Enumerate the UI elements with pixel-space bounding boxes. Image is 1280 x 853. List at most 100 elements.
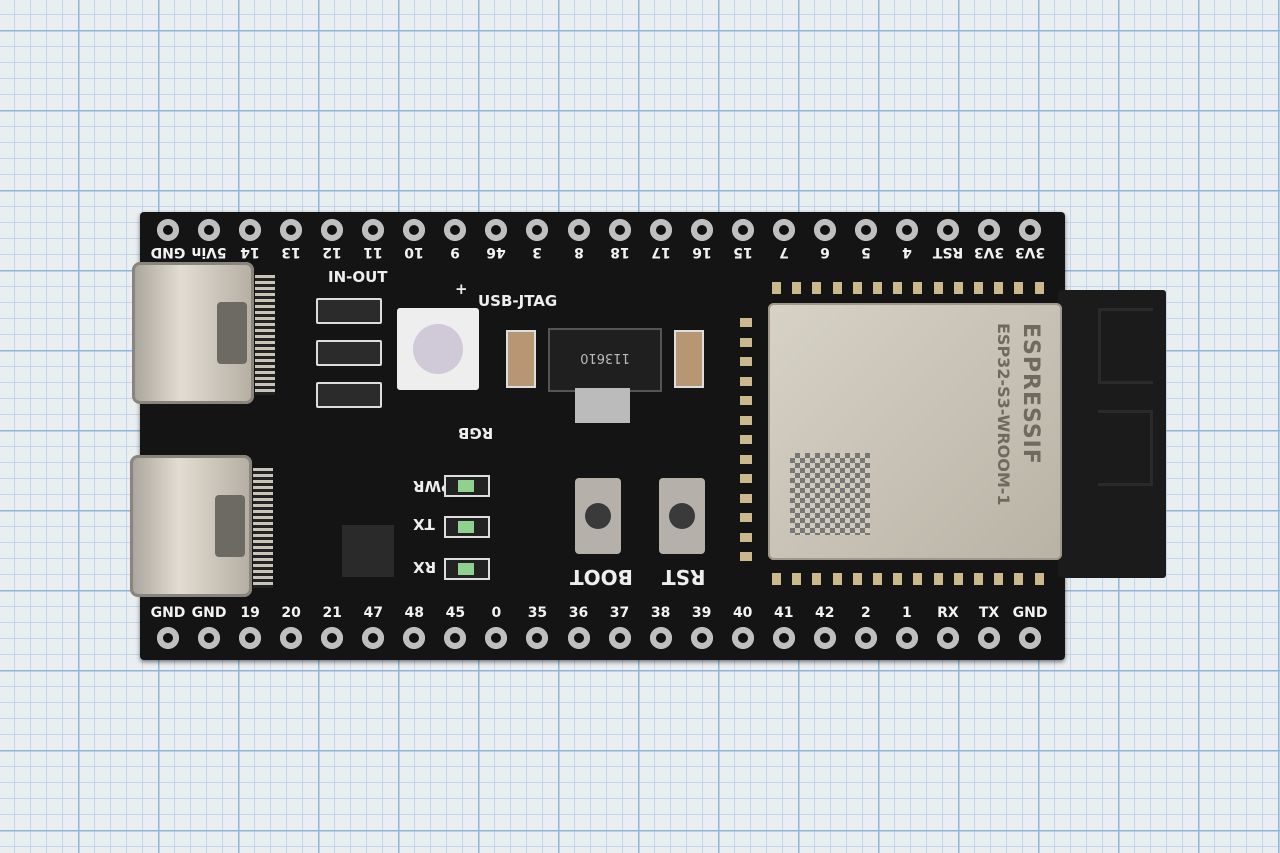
header-pin[interactable]	[813, 627, 836, 649]
pin-label: 40	[732, 605, 753, 621]
header-pin[interactable]	[936, 627, 959, 649]
pin-label: GND	[191, 605, 227, 621]
pin-label: 8	[573, 244, 584, 260]
module-pad	[1014, 282, 1024, 294]
pin-label: 41	[774, 605, 794, 621]
module-pad	[740, 435, 752, 444]
pin-label: 15	[732, 244, 753, 260]
rst-button[interactable]	[659, 478, 705, 554]
header-pin[interactable]	[567, 219, 590, 241]
module-pad	[974, 573, 983, 585]
header-pin[interactable]	[362, 627, 385, 649]
rgb-led	[397, 308, 479, 390]
module-pad	[994, 573, 1004, 585]
header-pin[interactable]	[608, 219, 631, 241]
header-pin[interactable]	[649, 219, 672, 241]
pin-label: 3	[532, 244, 543, 260]
header-pin[interactable]	[485, 219, 508, 241]
header-pin[interactable]	[280, 627, 303, 649]
module-pad	[893, 573, 903, 585]
pin-label: 38	[650, 605, 671, 621]
pin-label: 3V3	[1014, 244, 1046, 260]
pin-label: TX	[978, 605, 1000, 621]
header-pin[interactable]	[731, 219, 754, 241]
header-pin[interactable]	[567, 627, 590, 649]
module-pad	[832, 282, 842, 294]
module-pad	[974, 282, 983, 294]
header-pin[interactable]	[321, 627, 344, 649]
module-pad	[740, 318, 752, 327]
header-pin[interactable]	[485, 627, 508, 649]
capacitor	[674, 330, 704, 388]
module-pad	[792, 282, 802, 294]
header-pin[interactable]	[854, 219, 877, 241]
label-rgb: RGB	[458, 424, 494, 442]
label-tx: TX	[413, 515, 435, 533]
header-pin[interactable]	[239, 219, 262, 241]
header-pin[interactable]	[978, 627, 1000, 649]
pin-label: 12	[322, 244, 342, 260]
header-pin[interactable]	[608, 627, 631, 649]
pin-label: 17	[650, 244, 671, 260]
header-pin[interactable]	[526, 627, 549, 649]
module-pad	[913, 573, 923, 585]
pin-label: 18	[609, 244, 630, 260]
header-pin[interactable]	[239, 627, 262, 649]
header-pin[interactable]	[1019, 627, 1042, 649]
boot-button[interactable]	[575, 478, 621, 554]
header-pin[interactable]	[444, 219, 467, 241]
module-pad	[740, 415, 752, 425]
header-pin[interactable]	[321, 219, 344, 241]
module-pad	[933, 282, 943, 294]
pin-label: 3V3	[973, 244, 1005, 260]
pin-label: 46	[486, 244, 507, 260]
module-pad	[832, 573, 842, 585]
regulator-tab	[575, 388, 630, 423]
datamatrix-code	[790, 453, 870, 535]
header-pin[interactable]	[895, 219, 918, 241]
smd-component	[316, 340, 382, 366]
header-pin[interactable]	[690, 627, 713, 649]
header-pin[interactable]	[895, 627, 918, 649]
smd-component	[316, 298, 382, 324]
voltage-regulator: 113610	[548, 328, 662, 392]
header-pin[interactable]	[649, 627, 672, 649]
module-pad	[740, 376, 752, 386]
module-pad	[1014, 573, 1024, 585]
pin-label: 35	[527, 605, 548, 621]
header-pin[interactable]	[157, 219, 179, 241]
pin-label: 10	[404, 244, 425, 260]
module-pad	[953, 573, 963, 585]
header-pin[interactable]	[157, 627, 179, 649]
usb-c-port-bottom[interactable]	[130, 455, 252, 597]
header-pin[interactable]	[772, 219, 795, 241]
header-pin[interactable]	[526, 219, 549, 241]
header-pin[interactable]	[731, 627, 754, 649]
tx-led	[444, 516, 490, 538]
header-pin[interactable]	[690, 219, 713, 241]
header-pin[interactable]	[1019, 219, 1042, 241]
smd-component	[316, 382, 382, 408]
header-pin[interactable]	[198, 627, 221, 649]
header-pin[interactable]	[936, 219, 959, 241]
header-pin[interactable]	[280, 219, 303, 241]
pin-label: 4	[902, 244, 912, 260]
pin-label: 1	[902, 605, 912, 621]
module-pad	[994, 282, 1004, 294]
header-pin[interactable]	[444, 627, 467, 649]
header-pin[interactable]	[854, 627, 877, 649]
header-pin[interactable]	[978, 219, 1000, 241]
pin-label: 47	[363, 605, 383, 621]
module-pad	[933, 573, 943, 585]
header-pin[interactable]	[362, 219, 385, 241]
header-pin[interactable]	[813, 219, 836, 241]
label-usb-jtag: USB-JTAG	[478, 292, 558, 310]
header-pin[interactable]	[198, 219, 221, 241]
pin-label: 42	[815, 605, 835, 621]
header-pin[interactable]	[403, 627, 426, 649]
header-pin[interactable]	[772, 627, 795, 649]
header-pin[interactable]	[403, 219, 426, 241]
module-pad	[873, 282, 882, 294]
pin-label: 21	[322, 605, 342, 621]
usb-c-port-top[interactable]	[132, 262, 254, 404]
